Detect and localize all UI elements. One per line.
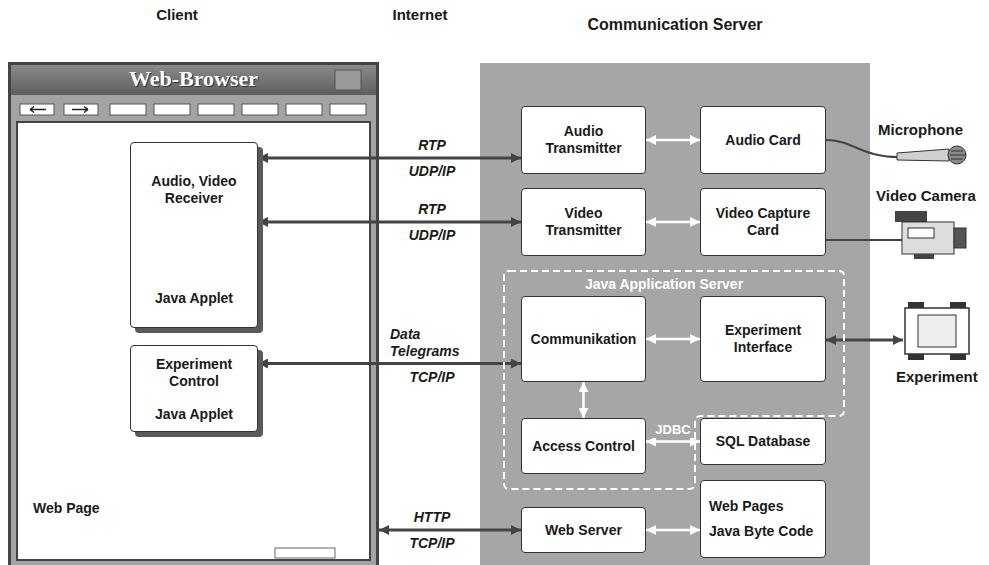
node-text: Web-Browser xyxy=(129,66,258,92)
status-field xyxy=(275,548,335,558)
caption-label: Client xyxy=(156,6,198,23)
caption-label: Internet xyxy=(392,6,447,23)
applet-box: Experiment ControlJava Applet xyxy=(130,345,258,432)
back-arrow xyxy=(30,107,46,113)
camera-cable xyxy=(826,239,902,241)
node-text: Web Pages xyxy=(709,498,783,515)
node-text: Video Transmitter xyxy=(527,205,640,239)
window-button xyxy=(335,70,361,90)
edge-label: Data Telegrams xyxy=(388,326,476,360)
process-box: Communikation xyxy=(521,296,646,382)
camera-viewfinder xyxy=(895,211,927,222)
node-text: Web Server xyxy=(545,522,622,539)
process-box: Access Control xyxy=(521,418,646,474)
connector-arrow xyxy=(379,529,521,532)
node-text: Audio, Video Receiver xyxy=(136,173,252,207)
connector-arrow xyxy=(646,139,700,142)
camera-display xyxy=(908,228,934,238)
camera-lens xyxy=(954,228,966,248)
applet-box: Audio, Video ReceiverJava Applet xyxy=(130,142,258,328)
node-text: SQL Database xyxy=(716,433,811,450)
connector-arrow xyxy=(258,362,521,365)
node-text: Communikation xyxy=(531,331,637,348)
node-text: Web Page xyxy=(33,500,100,516)
node-text: Java Application Server xyxy=(503,276,845,292)
connector-arrow xyxy=(646,338,700,341)
protocol-label: UDP/IP xyxy=(409,163,456,179)
storage-box: Web PagesJava Byte Code xyxy=(700,480,826,558)
server-panel xyxy=(480,63,870,565)
caption-label: Experiment xyxy=(896,368,978,385)
experiment-link xyxy=(826,339,903,342)
toolbar-button xyxy=(198,104,234,115)
node-text: Video Capture Card xyxy=(706,205,820,239)
edge-label: JDBC xyxy=(653,422,692,438)
node-text: Java Applet xyxy=(155,406,233,423)
edge-label: HTTP xyxy=(412,509,453,526)
microphone-body xyxy=(897,149,949,161)
microphone-cable xyxy=(826,140,898,157)
vehicle-deck xyxy=(918,315,956,347)
connector-arrow xyxy=(646,440,700,443)
toolbar-button xyxy=(286,104,322,115)
caption-label: Microphone xyxy=(878,121,963,138)
process-box: Video Capture Card xyxy=(700,188,826,256)
camera-body xyxy=(902,222,954,254)
experiment-vehicle xyxy=(905,308,969,354)
node-text: Audio Transmitter xyxy=(527,123,640,157)
node-text: Communication Server xyxy=(480,16,870,34)
process-box: Web Server xyxy=(521,507,646,553)
node-text: Audio Card xyxy=(725,132,800,149)
camera-foot xyxy=(914,254,934,259)
caption-label: Video Camera xyxy=(876,187,976,204)
node-text: Experiment Control xyxy=(136,356,252,390)
process-box: Video Transmitter xyxy=(521,188,646,256)
process-box: Experiment Interface xyxy=(700,296,826,382)
edge-label: RTP xyxy=(416,137,448,154)
connector-arrow xyxy=(646,529,700,532)
connector-arrow xyxy=(258,221,521,224)
process-box: Audio Card xyxy=(700,106,826,174)
browser-window: Web-BrowserWeb Page Audio, Video Receiver… xyxy=(8,63,379,565)
toolbar-button xyxy=(110,104,146,115)
toolbar-button xyxy=(330,104,366,115)
connector-arrow xyxy=(258,157,521,160)
node-text: Experiment Interface xyxy=(706,322,820,356)
title-bar xyxy=(11,65,376,95)
server-panel: Communication ServerAudio TransmitterAud… xyxy=(480,63,870,565)
toolbar xyxy=(20,104,366,115)
forward-button xyxy=(64,104,98,115)
edge-label: RTP xyxy=(416,201,448,218)
back-button xyxy=(20,104,54,115)
dashed-outline xyxy=(504,271,844,489)
node-text: Access Control xyxy=(532,438,635,455)
browser-frame xyxy=(10,64,378,565)
forward-arrow xyxy=(72,107,88,113)
node-text: Java Byte Code xyxy=(709,523,813,540)
process-box: Audio Transmitter xyxy=(521,106,646,174)
microphone-head xyxy=(948,146,966,164)
node-text: Java Applet xyxy=(155,290,233,307)
microphone-grille xyxy=(950,151,966,159)
database-box: SQL Database xyxy=(700,418,826,465)
connector-arrow xyxy=(582,382,585,418)
protocol-label: TCP/IP xyxy=(409,369,454,385)
protocol-label: TCP/IP xyxy=(409,535,454,551)
toolbar-button xyxy=(242,104,278,115)
connector-arrow xyxy=(646,221,700,224)
protocol-label: UDP/IP xyxy=(409,227,456,243)
page-area xyxy=(17,122,370,560)
web-page: Web Page Audio, Video ReceiverJava Applet… xyxy=(17,122,370,560)
toolbar-button xyxy=(154,104,190,115)
